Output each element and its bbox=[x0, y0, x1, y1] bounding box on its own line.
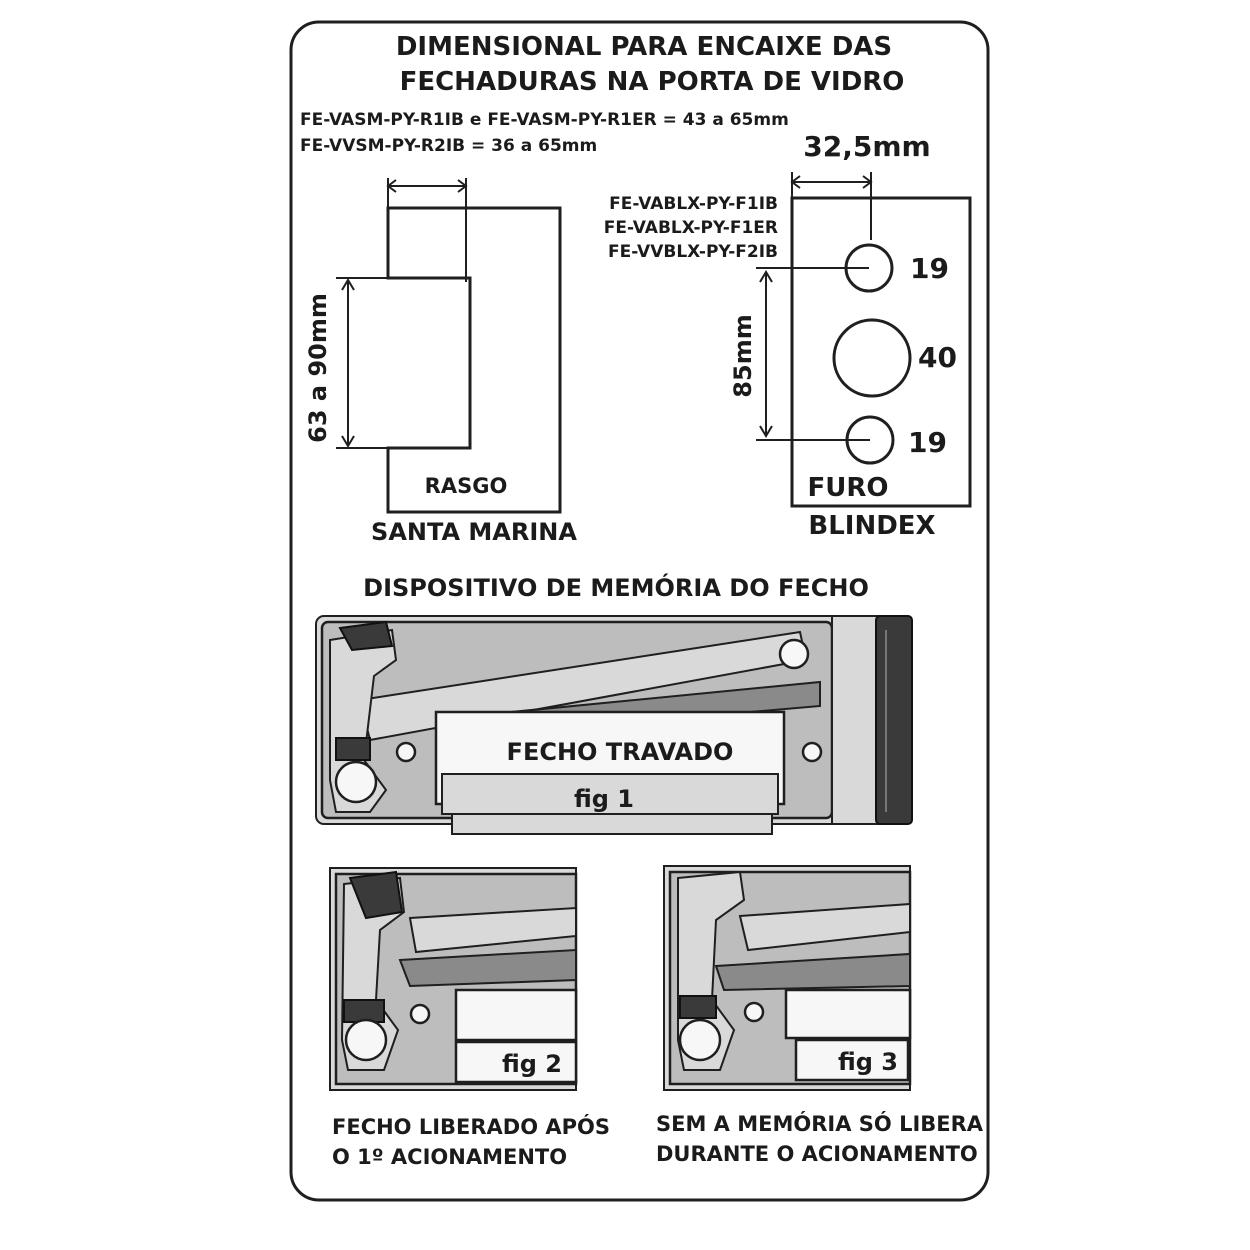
title-line-1: DIMENSIONAL PARA ENCAIXE DAS bbox=[396, 32, 892, 62]
fig3-latch-block bbox=[784, 988, 912, 1040]
santa-cutout-label: RASGO bbox=[425, 474, 508, 498]
fig3-lock-mechanism: fig 3 SEM A MEMÓRIA SÓ LIBERA DURANTE O … bbox=[656, 865, 984, 1166]
blindex-caption: BLINDEX bbox=[808, 511, 935, 541]
fig2-latch-block bbox=[454, 988, 578, 1042]
fig3-lever bbox=[738, 902, 911, 952]
fig1-spring-roller bbox=[334, 760, 378, 804]
fig3-label-box bbox=[794, 1038, 910, 1082]
blindex-hole-top-label: 19 bbox=[910, 252, 949, 285]
outer-frame bbox=[289, 20, 990, 1202]
fig2-top-tab bbox=[348, 870, 404, 920]
fig3-lever-bar bbox=[714, 952, 911, 992]
blindex-model-3: FE-VVBLX-PY-F2IB bbox=[608, 242, 778, 262]
fig1-top-tab bbox=[338, 620, 394, 652]
fig1-screw-left bbox=[395, 741, 417, 763]
fig3-spring-roller bbox=[678, 1018, 722, 1062]
fig1-lock-mechanism: FECHO TRAVADO fig 1 bbox=[315, 615, 913, 835]
arrow-down-icon bbox=[341, 435, 355, 448]
fig2-lever bbox=[408, 906, 577, 954]
blindex-hole-middle bbox=[832, 318, 912, 398]
fig1-label: fig 1 bbox=[574, 785, 634, 813]
fig1-state-label: FECHO TRAVADO bbox=[507, 738, 734, 766]
arrow-up-icon bbox=[341, 278, 355, 291]
santa-marina-diagram: 63 a 90mm RASGO SANTA MARINA bbox=[304, 178, 577, 546]
blindex-glass-outline bbox=[790, 196, 972, 508]
fig1-latch-rail bbox=[451, 813, 773, 835]
blindex-hole-bottom-label: 19 bbox=[908, 426, 947, 459]
fig2-spring-roller bbox=[344, 1018, 388, 1062]
blindex-hole-label: FURO bbox=[808, 473, 889, 503]
fig2-caption-line-2: O 1º ACIONAMENTO bbox=[332, 1145, 567, 1169]
fig1-memory-catch bbox=[335, 737, 371, 761]
fig2-label-box bbox=[454, 1040, 578, 1084]
blindex-model-1: FE-VABLX-PY-F1IB bbox=[609, 194, 778, 214]
fig3-catch bbox=[679, 995, 717, 1019]
blindex-hole-middle-label: 40 bbox=[918, 341, 957, 374]
santa-glass-outline bbox=[386, 206, 562, 514]
blindex-diagram: 32,5mm FE-VABLX-PY-F1IB FE-VABLX-PY-F1ER… bbox=[604, 130, 972, 541]
memory-device-title: DISPOSITIVO DE MEMÓRIA DO FECHO bbox=[363, 572, 869, 602]
santa-height-label: 63 a 90mm bbox=[304, 293, 332, 443]
arrow-up-icon bbox=[759, 270, 773, 283]
fig1-pivot bbox=[778, 638, 810, 670]
fig1-screw-right bbox=[801, 741, 823, 763]
blindex-model-2: FE-VABLX-PY-F1ER bbox=[604, 218, 778, 238]
fig2-lever-bar bbox=[398, 948, 577, 988]
fig3-label: fig 3 bbox=[838, 1048, 898, 1076]
spec-line-2: FE-VVSM-PY-R2IB = 36 a 65mm bbox=[300, 136, 597, 156]
fig2-memory-catch bbox=[343, 999, 385, 1023]
fig1-face-plate bbox=[875, 615, 913, 825]
santa-caption: SANTA MARINA bbox=[371, 518, 577, 546]
fig2-label: fig 2 bbox=[502, 1050, 562, 1078]
fig2-lock-mechanism: fig 2 FECHO LIBERADO APÓS O 1º ACIONAMEN… bbox=[329, 867, 610, 1169]
spec-line-1: FE-VASM-PY-R1IB e FE-VASM-PY-R1ER = 43 a… bbox=[300, 110, 789, 130]
fig1-end-plate bbox=[831, 615, 879, 825]
arrow-down-icon bbox=[759, 425, 773, 438]
blindex-width-label: 32,5mm bbox=[803, 130, 930, 163]
blindex-height-label: 85mm bbox=[729, 314, 757, 397]
title-line-2: FECHADURAS NA PORTA DE VIDRO bbox=[400, 67, 905, 97]
fig3-screw bbox=[743, 1001, 765, 1023]
fig3-caption-line-2: DURANTE O ACIONAMENTO bbox=[656, 1142, 978, 1166]
fig2-caption-line-1: FECHO LIBERADO APÓS bbox=[332, 1114, 610, 1139]
fig3-caption-line-1: SEM A MEMÓRIA SÓ LIBERA bbox=[656, 1111, 984, 1136]
fig2-screw bbox=[409, 1003, 431, 1025]
